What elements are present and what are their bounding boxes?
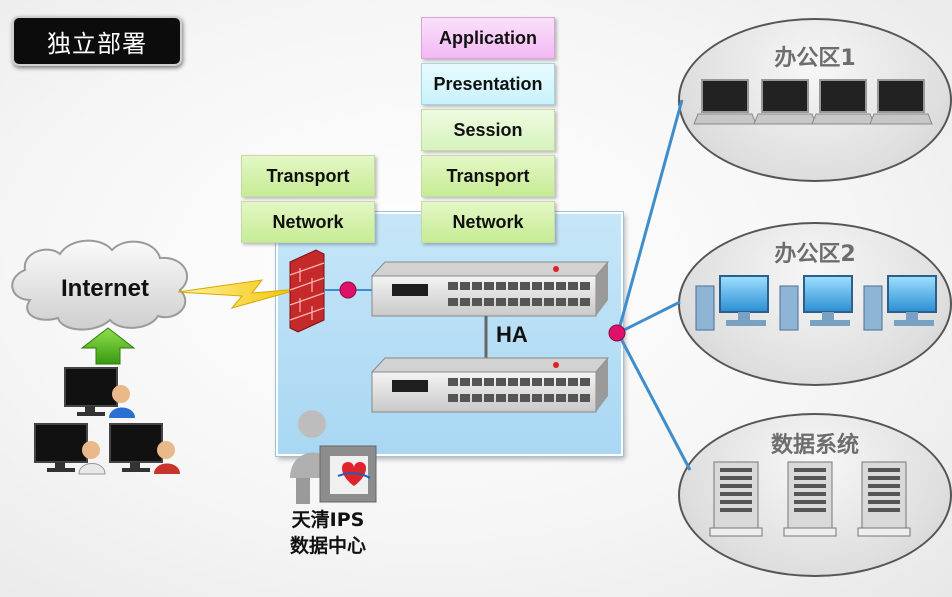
switch-node-icon <box>608 324 626 342</box>
osi-layer-application: Application <box>421 17 555 59</box>
ips-device-standby-icon <box>370 357 610 413</box>
datacenter-caption-line1: 天清IPS <box>291 509 365 531</box>
zone-links <box>616 99 692 471</box>
datacenter-panel <box>276 212 623 456</box>
internet-users-icon <box>34 367 180 475</box>
zone-office-2-label: 办公区2 <box>774 242 856 267</box>
up-arrow-icon <box>80 327 136 365</box>
ips-link-node-icon <box>339 281 357 299</box>
ips-layer-network: Network <box>241 201 375 243</box>
ips-layer-transport: Transport <box>241 155 375 197</box>
zone-data-system-label: 数据系统 <box>770 433 859 458</box>
data-system-servers-icon <box>709 461 911 537</box>
office-2-desktops-icon <box>695 275 937 331</box>
osi-layer-network: Network <box>421 201 555 243</box>
firewall-icon <box>289 249 325 333</box>
page-title: 独立部署 <box>12 16 182 66</box>
office-1-laptops-icon <box>693 79 933 125</box>
internet-label: Internet <box>60 275 149 302</box>
lightning-icon <box>177 279 301 309</box>
zone-office-1-label: 办公区1 <box>774 46 856 71</box>
datacenter-operator-icon <box>290 410 377 504</box>
datacenter-caption: 天清IPS 数据中心 <box>268 507 388 559</box>
internet-cloud-icon <box>11 239 189 331</box>
osi-layer-presentation: Presentation <box>421 63 555 105</box>
osi-layer-transport: Transport <box>421 155 555 197</box>
ips-device-primary-icon <box>370 261 610 317</box>
datacenter-caption-line2: 数据中心 <box>289 535 366 557</box>
osi-layer-session: Session <box>421 109 555 151</box>
ha-label: HA <box>496 322 528 347</box>
